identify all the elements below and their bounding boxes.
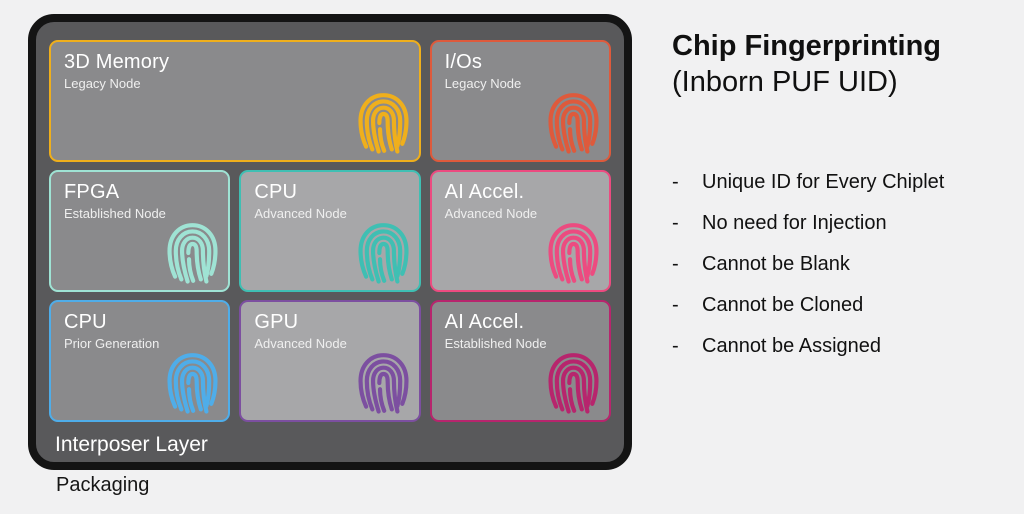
chiplet-grid: 3D Memory Legacy Node I/Os Legacy Node F… — [49, 40, 611, 422]
chiplet-node-label: Established Node — [444, 336, 547, 351]
chiplet-node-label: Advanced Node — [444, 206, 538, 221]
page-title: Chip Fingerprinting — [672, 30, 942, 62]
info-panel: Chip Fingerprinting (Inborn PUF UID) - U… — [672, 28, 1020, 375]
bullet-dash: - — [672, 294, 679, 316]
chiplet-node-label: Legacy Node — [444, 76, 522, 91]
chiplet-cpu-prior: CPU Prior Generation — [49, 300, 231, 422]
fingerprint-icon — [357, 91, 410, 155]
bullet-dash: - — [672, 212, 679, 234]
page-subtitle: (Inborn PUF UID) — [672, 66, 898, 98]
chiplet-fpga: FPGA Established Node — [49, 170, 231, 292]
chiplet-node-label: Advanced Node — [254, 206, 347, 221]
bullet-list: - Unique ID for Every Chiplet - No need … — [672, 170, 1020, 358]
chiplet-cpu-advanced: CPU Advanced Node — [239, 170, 421, 292]
fingerprint-icon — [547, 221, 600, 285]
bullet-text: Cannot be Assigned — [702, 335, 882, 357]
bullet-dash: - — [672, 171, 679, 193]
fingerprint-icon — [547, 351, 600, 415]
chiplet-node-label: Legacy Node — [64, 76, 141, 91]
chiplet-title: I/Os — [444, 51, 483, 73]
chiplet-title: AI Accel. — [444, 311, 525, 333]
bullet-dash: - — [672, 253, 679, 275]
bullet-text: Cannot be Cloned — [702, 294, 864, 316]
fingerprint-icon — [357, 351, 410, 415]
fingerprint-icon — [357, 221, 410, 285]
fingerprint-icon — [166, 221, 219, 285]
fingerprint-icon — [547, 91, 600, 155]
bullet-text: Cannot be Blank — [702, 253, 850, 275]
chiplet-node-label: Established Node — [64, 206, 166, 221]
bullet-item: - Cannot be Assigned — [672, 334, 1020, 358]
chiplet-title: GPU — [254, 311, 299, 333]
chiplet-title: FPGA — [64, 181, 120, 203]
bullet-item: - No need for Injection — [672, 211, 1020, 235]
chiplet-ai-accel-advanced: AI Accel. Advanced Node — [429, 170, 611, 292]
bullet-text: No need for Injection — [702, 212, 887, 234]
chiplet-gpu: GPU Advanced Node — [239, 300, 421, 422]
chiplet-ai-accel-established: AI Accel. Established Node — [429, 300, 611, 422]
chiplet-title: CPU — [64, 311, 107, 333]
chiplet-3d-memory: 3D Memory Legacy Node — [49, 40, 421, 162]
chiplet-title: CPU — [254, 181, 298, 203]
chiplet-node-label: Prior Generation — [64, 336, 160, 351]
chiplet-title: AI Accel. — [444, 181, 525, 203]
fingerprint-icon — [166, 351, 219, 415]
bullet-dash: - — [672, 335, 679, 357]
chip-package: 3D Memory Legacy Node I/Os Legacy Node F… — [28, 14, 632, 470]
bullet-item: - Cannot be Cloned — [672, 293, 1020, 317]
chiplet-ios: I/Os Legacy Node — [429, 40, 611, 162]
chiplet-title: 3D Memory — [64, 51, 170, 73]
packaging-label: Packaging — [56, 474, 150, 496]
interposer-layer-label: Interposer Layer — [55, 433, 208, 456]
bullet-item: - Unique ID for Every Chiplet — [672, 170, 1020, 194]
bullet-item: - Cannot be Blank — [672, 252, 1020, 276]
bullet-text: Unique ID for Every Chiplet — [702, 171, 945, 193]
chiplet-node-label: Advanced Node — [254, 336, 347, 351]
